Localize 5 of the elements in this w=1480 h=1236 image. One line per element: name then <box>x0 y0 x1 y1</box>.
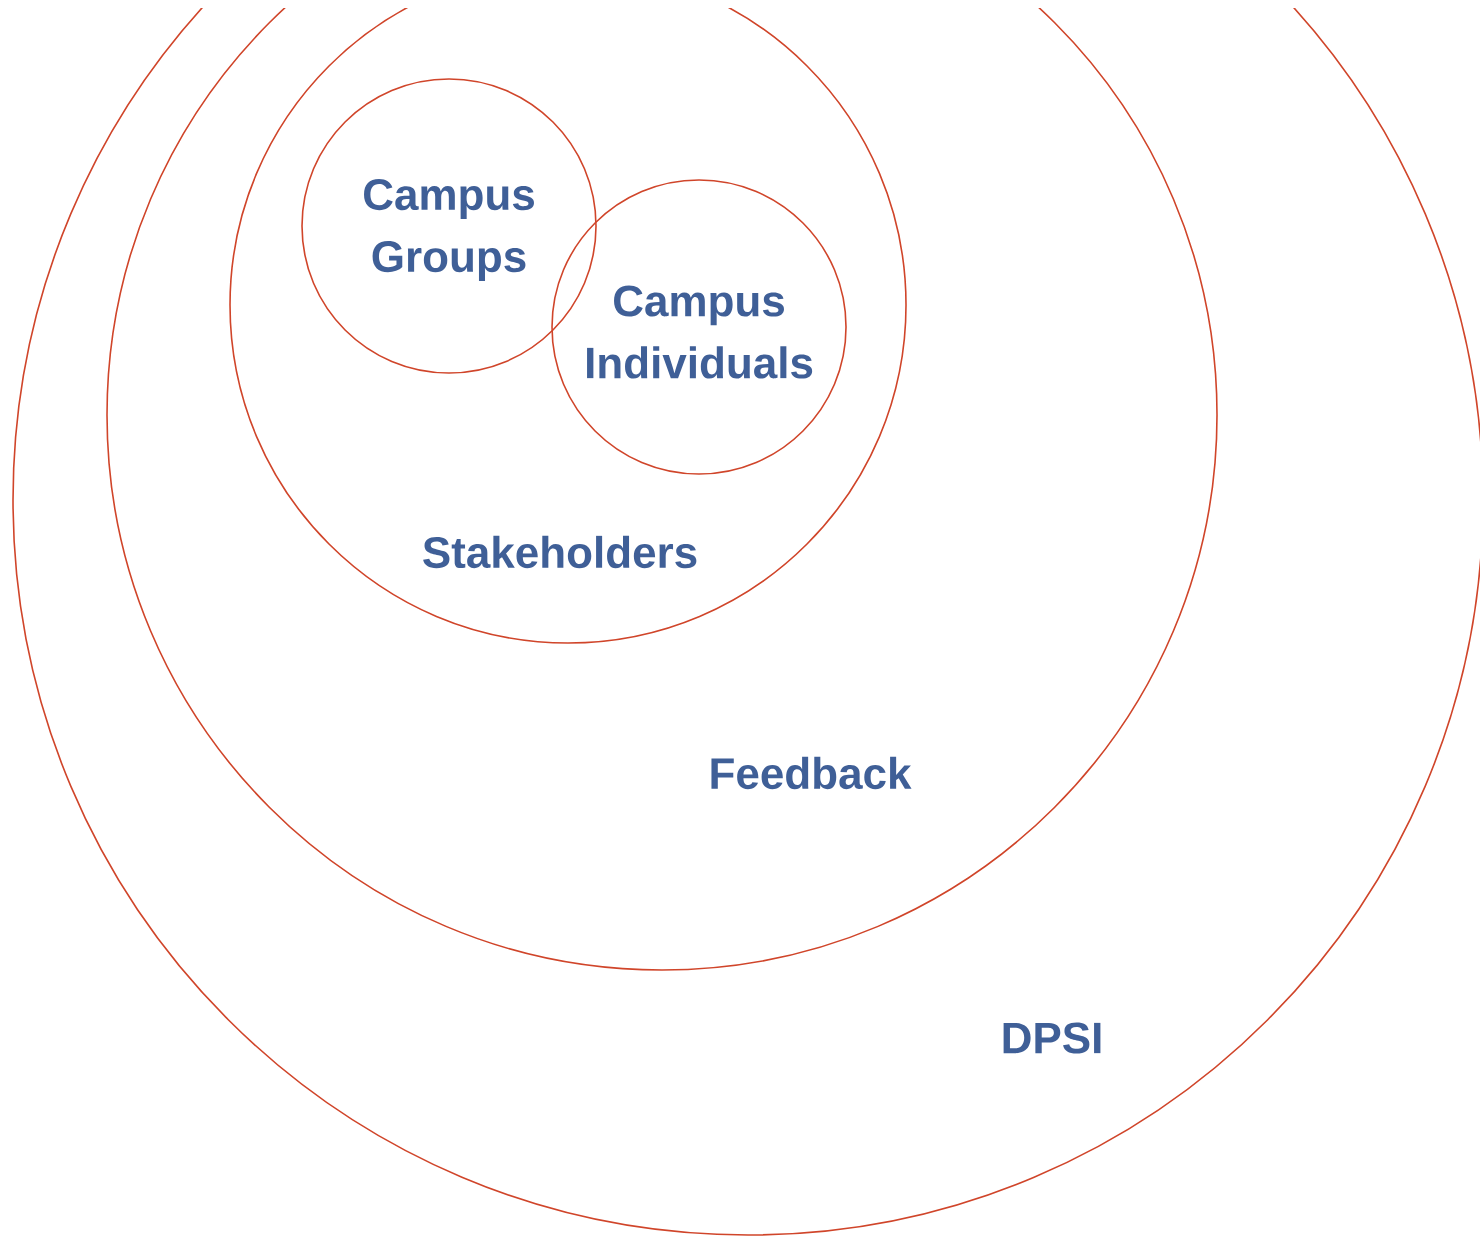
circle-label: Campus Groups <box>364 179 534 281</box>
circle-label: Campus Individuals <box>587 285 813 379</box>
circle-label: DPSI <box>1003 1022 1101 1054</box>
circle-label: Feedback <box>711 756 912 790</box>
circle-label: Stakeholders <box>423 535 697 569</box>
